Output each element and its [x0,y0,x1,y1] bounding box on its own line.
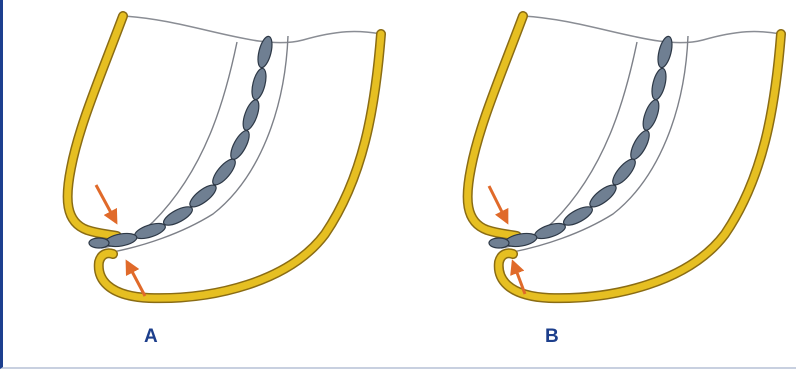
arrow-upper [489,186,507,222]
arrow-upper [96,185,116,222]
panel-label-a: A [144,326,158,348]
panel-a [68,16,381,298]
panel-b [468,16,781,298]
diagram-canvas [3,0,796,369]
panel-label-b: B [545,326,559,348]
